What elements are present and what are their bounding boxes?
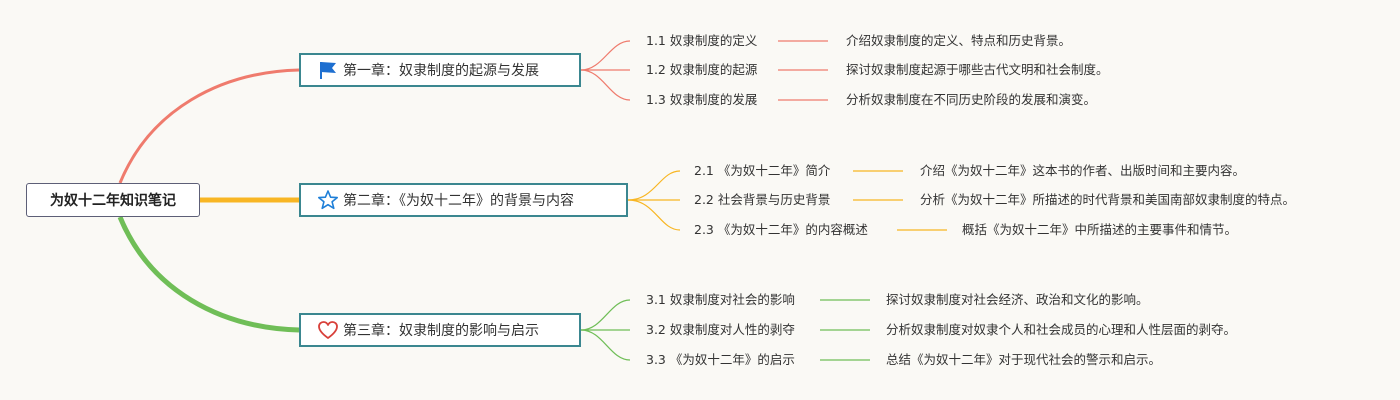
root-topic[interactable]: 为奴十二年知识笔记 — [26, 183, 200, 217]
section-3-1-title[interactable]: 3.1 奴隶制度对社会的影响 — [646, 292, 795, 307]
section-1-1-title[interactable]: 1.1 奴隶制度的定义 — [646, 33, 758, 48]
branch-line-chapter-1 — [118, 68, 300, 184]
section-fan-chapter-3 — [580, 299, 870, 361]
section-1-1-desc[interactable]: 介绍奴隶制度的定义、特点和历史背景。 — [846, 33, 1072, 48]
section-1-3-title[interactable]: 1.3 奴隶制度的发展 — [646, 92, 758, 107]
chapter-3-label: 第三章：奴隶制度的影响与启示 — [343, 323, 539, 339]
star-icon — [317, 189, 339, 211]
section-3-2-title[interactable]: 3.2 奴隶制度对人性的剥夺 — [646, 322, 795, 337]
root-topic-label: 为奴十二年知识笔记 — [50, 193, 176, 209]
chapter-2-label: 第二章：《为奴十二年》的背景与内容 — [343, 193, 574, 209]
section-2-2-desc[interactable]: 分析《为奴十二年》所描述的时代背景和美国南部奴隶制度的特点。 — [920, 192, 1296, 207]
section-fan-chapter-2 — [627, 170, 947, 231]
chapter-1-label: 第一章：奴隶制度的起源与发展 — [343, 63, 539, 79]
section-3-1-desc[interactable]: 探讨奴隶制度对社会经济、政治和文化的影响。 — [886, 292, 1149, 307]
chapter-2-topic[interactable]: 第二章：《为奴十二年》的背景与内容 — [299, 183, 628, 217]
section-2-2-title[interactable]: 2.2 社会背景与历史背景 — [694, 192, 831, 207]
chapter-1-topic[interactable]: 第一章：奴隶制度的起源与发展 — [299, 53, 581, 87]
section-fan-chapter-1 — [580, 40, 828, 101]
heart-icon — [317, 319, 339, 341]
section-3-3-title[interactable]: 3.3 《为奴十二年》的启示 — [646, 352, 795, 367]
section-3-2-desc[interactable]: 分析奴隶制度对奴隶个人和社会成员的心理和人性层面的剥夺。 — [886, 322, 1237, 337]
section-3-3-desc[interactable]: 总结《为奴十二年》对于现代社会的警示和启示。 — [886, 352, 1162, 367]
section-1-2-title[interactable]: 1.2 奴隶制度的起源 — [646, 62, 758, 77]
branch-line-chapter-3 — [117, 216, 300, 333]
section-1-2-desc[interactable]: 探讨奴隶制度起源于哪些古代文明和社会制度。 — [846, 62, 1109, 77]
section-2-3-title[interactable]: 2.3 《为奴十二年》的内容概述 — [694, 222, 868, 237]
chapter-3-topic[interactable]: 第三章：奴隶制度的影响与启示 — [299, 313, 581, 347]
section-1-3-desc[interactable]: 分析奴隶制度在不同历史阶段的发展和演变。 — [846, 92, 1097, 107]
section-2-1-title[interactable]: 2.1 《为奴十二年》简介 — [694, 163, 831, 178]
flag-icon — [317, 59, 339, 81]
section-2-1-desc[interactable]: 介绍《为奴十二年》这本书的作者、出版时间和主要内容。 — [920, 163, 1246, 178]
section-2-3-desc[interactable]: 概括《为奴十二年》中所描述的主要事件和情节。 — [962, 222, 1238, 237]
